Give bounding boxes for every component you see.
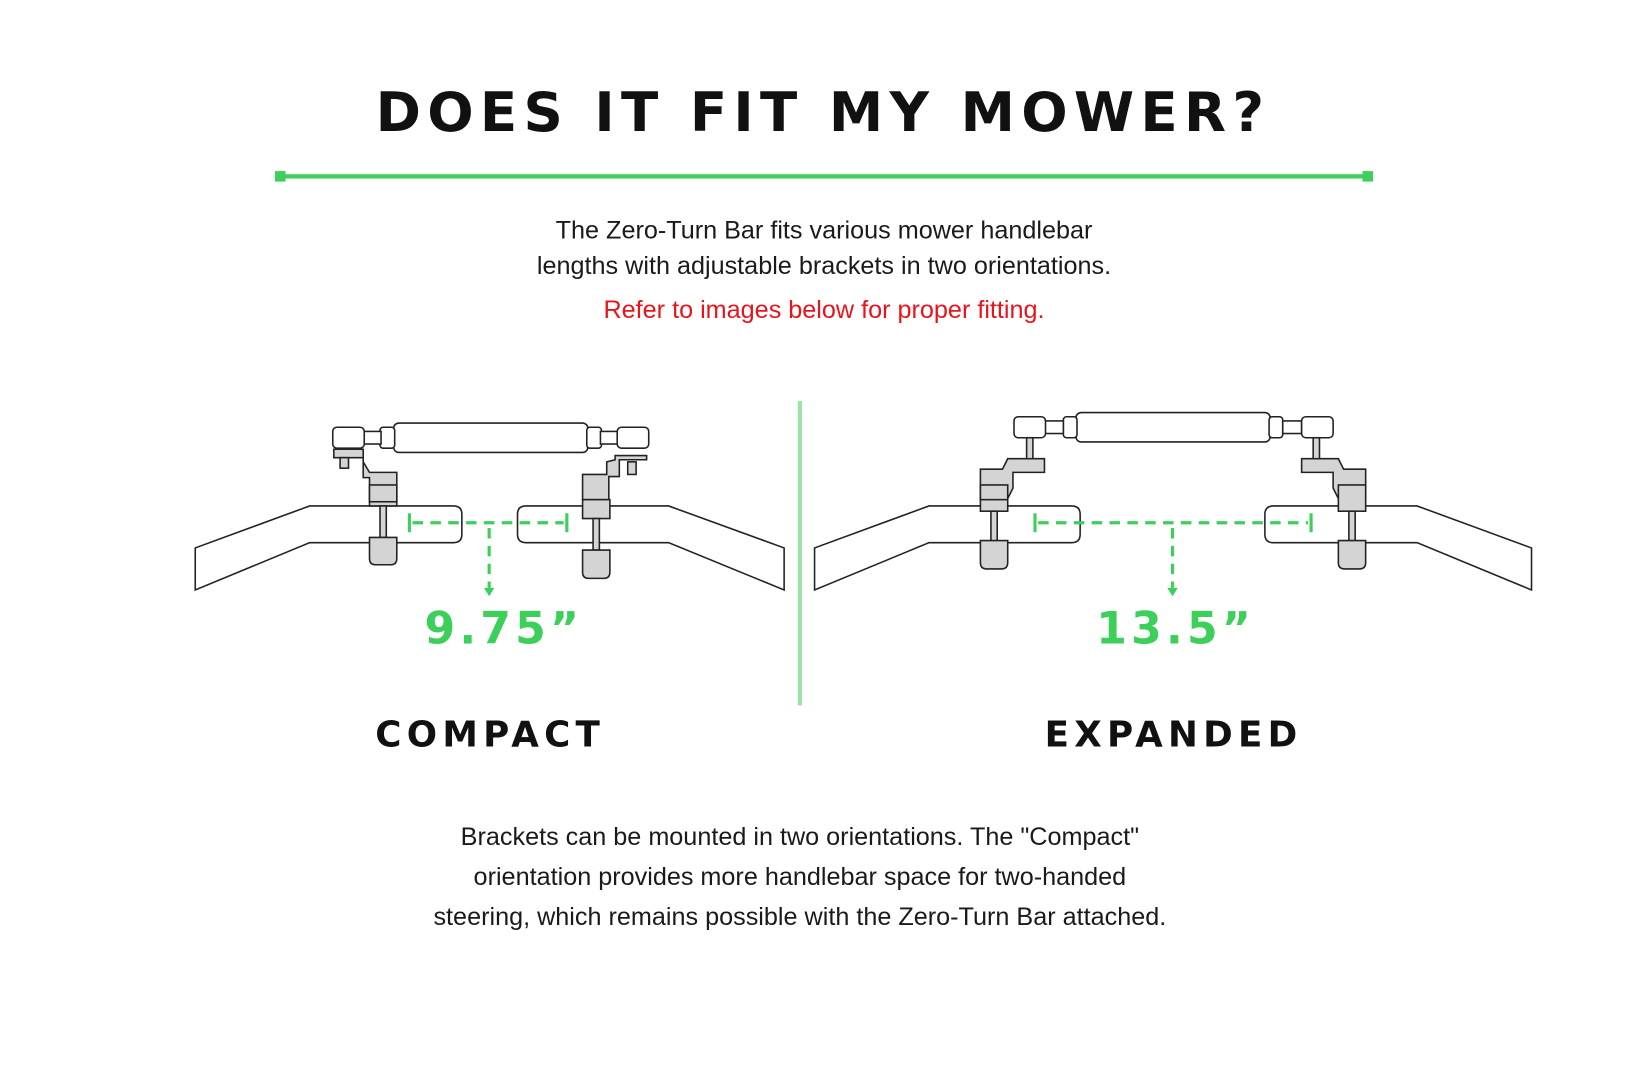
expanded-diagram — [813, 411, 1533, 597]
expanded-measurement: 13.5” — [1096, 602, 1256, 654]
bracket-left — [333, 448, 398, 566]
zero-turn-bar — [1013, 411, 1334, 443]
measurement-guide-compact — [407, 513, 569, 597]
zero-turn-bar — [331, 422, 650, 454]
measurement-guide-expanded — [1033, 513, 1313, 597]
bracket-left — [979, 436, 1046, 570]
handlebar-left — [194, 505, 463, 592]
intro-text: The Zero-Turn Bar fits various mower han… — [404, 213, 1244, 284]
page-title: DOES IT FIT MY MOWER? — [375, 81, 1271, 145]
bracket-right — [581, 454, 648, 580]
fitting-note: Refer to images below for proper fitting… — [603, 296, 1045, 325]
expanded-label: EXPANDED — [1044, 713, 1303, 756]
compact-label: COMPACT — [375, 713, 606, 756]
outro-line: Brackets can be mounted in two orientati… — [460, 822, 1140, 852]
compact-measurement: 9.75” — [424, 602, 584, 654]
handlebar-left — [813, 505, 1081, 592]
handlebar-right — [1264, 505, 1533, 592]
title-underline — [275, 171, 1374, 182]
outro-line: orientation provides more handlebar spac… — [473, 862, 1127, 892]
outro-line: steering, which remains possible with th… — [433, 902, 1167, 932]
outro-text: Brackets can be mounted in two orientati… — [328, 818, 1273, 938]
intro-line: The Zero-Turn Bar fits various mower han… — [555, 216, 1093, 245]
handlebar-right — [516, 505, 785, 592]
bracket-right — [1300, 436, 1367, 570]
intro-line: lengths with adjustable brackets in two … — [536, 251, 1112, 281]
compact-diagram — [194, 422, 785, 597]
